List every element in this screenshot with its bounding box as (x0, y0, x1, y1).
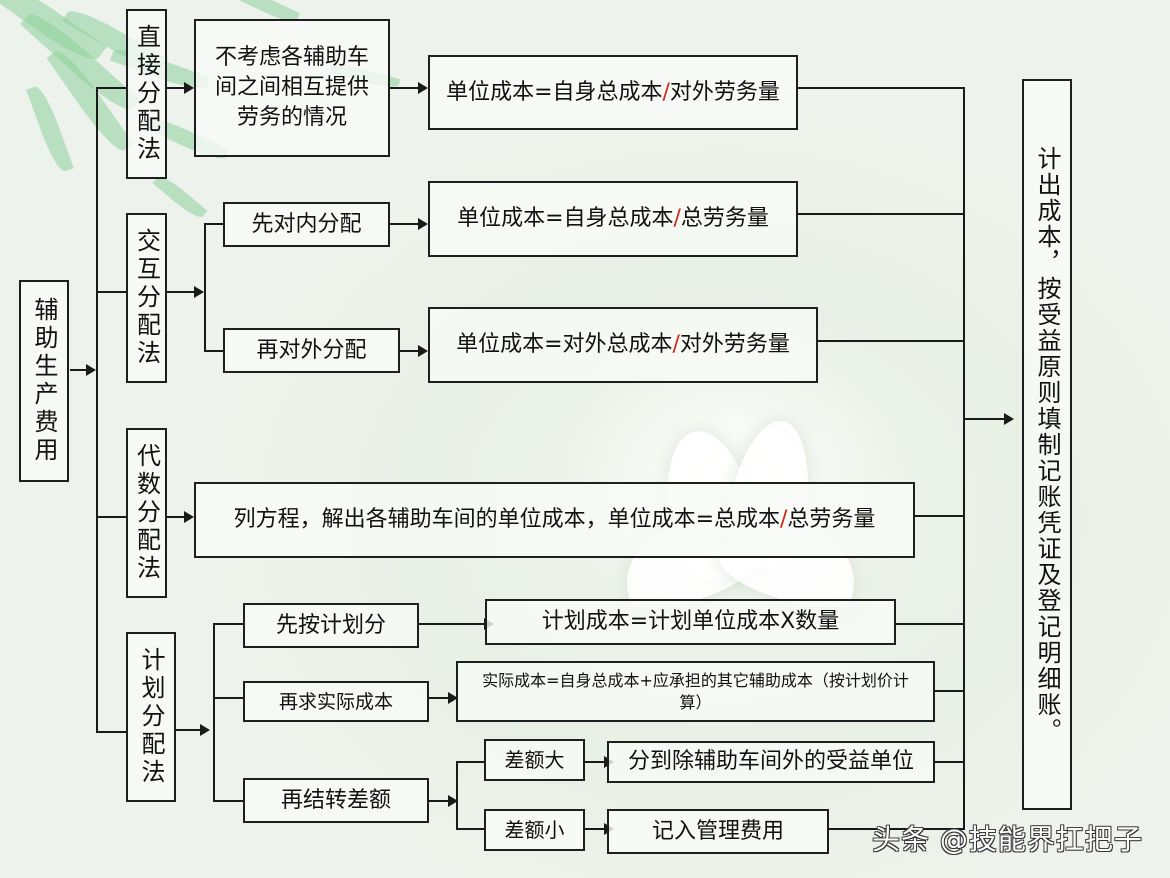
formula-part: 单位成本=对外总成本 (456, 332, 673, 357)
planned-step1-box: 先按计划分 (243, 603, 419, 648)
formula-text: 计划成本=计划单位成本X数量 (541, 609, 840, 634)
step-label: 再对外分配 (256, 337, 367, 363)
direct-condition-box: 不考虑各辅助车间之间相互提供劳务的情况 (194, 19, 390, 157)
method-label: 直接分配法 (132, 24, 161, 164)
algebraic-formula-box: 列方程，解出各辅助车间的单位成本，单位成本=总成本/总劳务量 (194, 482, 915, 558)
formula-part: 对外劳务量 (679, 332, 790, 357)
action-text: 分到除辅助车间外的受益单位 (627, 749, 914, 774)
step-label: 先对内分配 (251, 211, 362, 237)
formula-text: 列方程，解出各辅助车间的单位成本，单位成本=总成本/总劳务量 (234, 505, 876, 535)
planned-cost-formula-box: 计划成本=计划单位成本X数量 (485, 599, 896, 645)
formula-text: 实际成本=自身总成本+应承担的其它辅助成本（按计划价计算） (482, 670, 909, 712)
step-label: 先按计划分 (275, 612, 386, 638)
root-node-auxiliary-production-cost: 辅助生产费用 (19, 280, 69, 482)
action-text: 记入管理费用 (651, 818, 784, 844)
result-text: 计出成本，按受益原则填制记账凭证及登记明细账。 (1033, 145, 1061, 744)
red-slash: / (780, 507, 788, 532)
planned-step3-box: 再结转差额 (243, 778, 429, 823)
difference-large-action-box: 分到除辅助车间外的受益单位 (607, 741, 935, 783)
method-algebraic-allocation: 代数分配法 (126, 428, 167, 598)
reciprocal-step2-box: 再对外分配 (223, 328, 400, 373)
method-label: 交互分配法 (132, 228, 161, 368)
difference-small-action-box: 记入管理费用 (607, 809, 829, 854)
planned-step2-box: 再求实际成本 (243, 681, 429, 722)
branch-label: 差额小 (504, 818, 565, 842)
actual-cost-formula-box: 实际成本=自身总成本+应承担的其它辅助成本（按计划价计算） (456, 661, 935, 722)
reciprocal-step2-formula-box: 单位成本=对外总成本/对外劳务量 (428, 307, 818, 383)
method-reciprocal-allocation: 交互分配法 (126, 213, 167, 383)
formula-text: 单位成本=对外总成本/对外劳务量 (456, 330, 790, 360)
reciprocal-step1-formula-box: 单位成本=自身总成本/总劳务量 (428, 181, 798, 257)
reciprocal-step1-box: 先对内分配 (223, 202, 390, 247)
step-label: 再结转差额 (280, 787, 391, 813)
method-planned-cost-allocation: 计划分配法 (126, 632, 176, 802)
formula-part: 列方程，解出各辅助车间的单位成本，单位成本=总成本 (233, 507, 780, 532)
step-label: 再求实际成本 (278, 690, 393, 713)
method-label: 计划分配法 (137, 647, 165, 787)
branch-label: 差额大 (504, 748, 565, 772)
formula-text: 单位成本=自身总成本/总劳务量 (457, 204, 769, 234)
direct-formula-text: 单位成本=自身总成本/对外劳务量 (446, 78, 780, 108)
method-label: 代数分配法 (132, 443, 161, 583)
red-slash: / (672, 332, 680, 357)
result-box: 计出成本，按受益原则填制记账凭证及登记明细账。 (1022, 79, 1072, 810)
method-direct-allocation: 直接分配法 (126, 9, 167, 179)
direct-condition-text: 不考虑各辅助车间之间相互提供劳务的情况 (214, 45, 369, 130)
difference-small-box: 差额小 (484, 809, 585, 851)
formula-part: 单位成本=自身总成本 (457, 206, 674, 231)
formula-part: 总劳务量 (680, 206, 769, 231)
red-slash: / (662, 79, 670, 105)
formula-part: 对外劳务量 (669, 79, 780, 105)
direct-formula-box: 单位成本=自身总成本/对外劳务量 (428, 55, 798, 130)
formula-part: 总劳务量 (787, 507, 876, 532)
root-label: 辅助生产费用 (30, 297, 58, 465)
formula-part: 单位成本=自身总成本 (446, 79, 663, 105)
red-slash: / (673, 206, 681, 231)
watermark: 头条 @技能界扛把子 (872, 823, 1143, 856)
difference-large-box: 差额大 (484, 739, 585, 781)
